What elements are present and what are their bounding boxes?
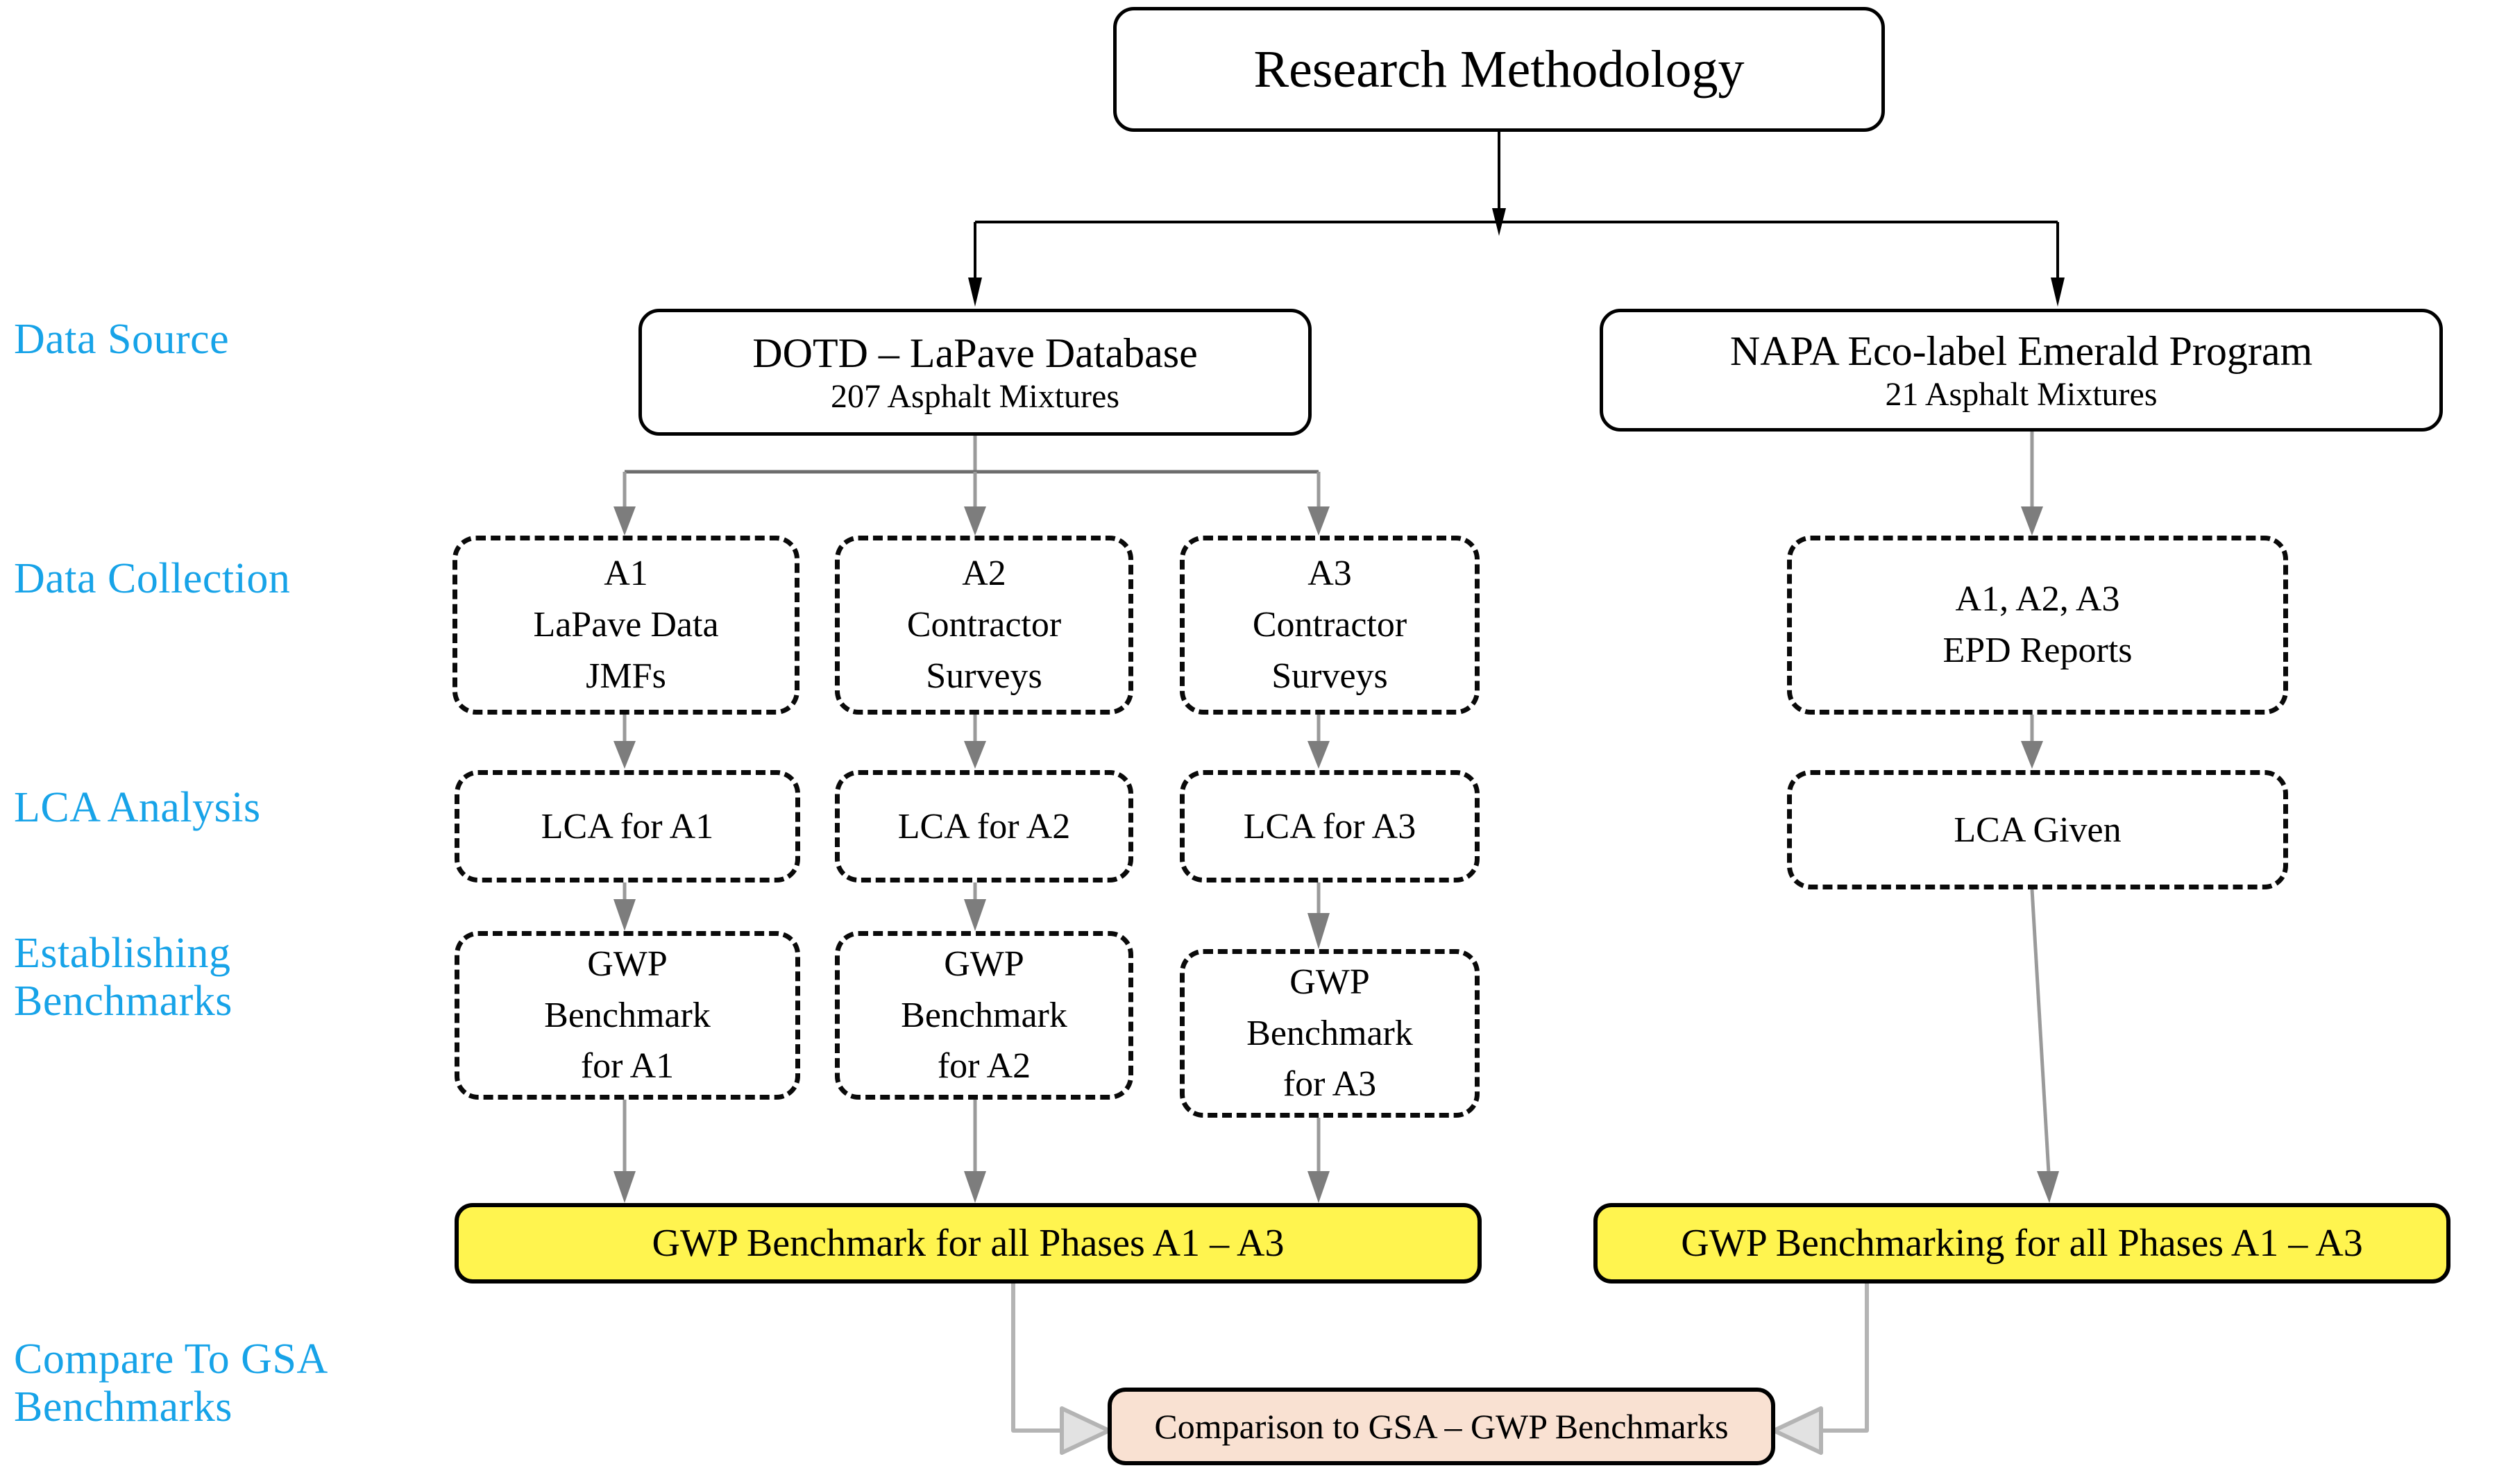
gwp-a2-line2: Benchmark	[901, 995, 1067, 1035]
node-research-methodology[interactable]: Research Methodology	[1113, 7, 1885, 132]
collection-a2-line1: A2	[962, 554, 1006, 594]
edge-napa-collection	[2021, 432, 2043, 536]
collection-a1-line2: LaPave Data	[533, 605, 719, 645]
collection-a2-line3: Surveys	[926, 656, 1042, 696]
root-label: Research Methodology	[1253, 40, 1745, 99]
edge-dotd-collection	[613, 436, 1330, 536]
edge-root-split	[968, 132, 2065, 307]
stage-label-lca-analysis: LCA Analysis	[14, 784, 261, 831]
collection-a1-line1: A1	[604, 554, 648, 594]
gwp-a3-line1: GWP	[1289, 962, 1370, 1002]
lca-a3-label: LCA for A3	[1243, 806, 1416, 846]
source-dotd-line2: 207 Asphalt Mixtures	[831, 377, 1119, 415]
collection-napa-line2: EPD Reports	[1942, 631, 2133, 670]
stage-label-compare-to-gsa: Compare To GSA Benchmarks	[14, 1336, 328, 1431]
node-source-napa[interactable]: NAPA Eco-label Emerald Program 21 Asphal…	[1600, 309, 2443, 432]
gwp-a1-line2: Benchmark	[544, 995, 711, 1035]
node-gwp-benchmark-a2[interactable]: GWP Benchmark for A2	[835, 931, 1133, 1100]
node-gwp-benchmark-a1[interactable]: GWP Benchmark for A1	[455, 931, 800, 1100]
edge-lcagiven-summary	[2030, 889, 2059, 1203]
lca-given-label: LCA Given	[1954, 810, 2122, 850]
source-napa-line2: 21 Asphalt Mixtures	[1885, 375, 2158, 413]
node-lca-given[interactable]: LCA Given	[1787, 770, 2288, 889]
collection-a3-line2: Contractor	[1252, 605, 1407, 645]
node-gwp-benchmark-a3[interactable]: GWP Benchmark for A3	[1180, 949, 1480, 1118]
gwp-a3-line2: Benchmark	[1246, 1013, 1413, 1053]
gwp-a3-line3: for A3	[1282, 1064, 1377, 1105]
lca-a2-label: LCA for A2	[897, 806, 1071, 846]
stage-label-establishing-benchmarks: Establishing Benchmarks	[14, 930, 232, 1025]
lca-a1-label: LCA for A1	[541, 806, 714, 846]
source-napa-line1: NAPA Eco-label Emerald Program	[1729, 327, 2313, 374]
node-collection-a1[interactable]: A1 LaPave Data JMFs	[452, 536, 799, 715]
gwp-a2-line1: GWP	[944, 944, 1024, 984]
source-dotd-line1: DOTD – LaPave Database	[752, 330, 1198, 376]
stage-label-data-collection: Data Collection	[14, 555, 291, 602]
node-collection-napa-epd[interactable]: A1, A2, A3 EPD Reports	[1787, 536, 2288, 715]
node-lca-a3[interactable]: LCA for A3	[1180, 770, 1480, 882]
gwp-a1-line1: GWP	[587, 944, 668, 984]
node-summary-gwp-left[interactable]: GWP Benchmark for all Phases A1 – A3	[455, 1203, 1482, 1283]
stage-label-data-source: Data Source	[14, 316, 230, 363]
comparison-label: Comparison to GSA – GWP Benchmarks	[1154, 1407, 1729, 1446]
collection-a1-line3: JMFs	[586, 656, 666, 696]
node-lca-a1[interactable]: LCA for A1	[455, 770, 800, 882]
node-summary-gwp-right[interactable]: GWP Benchmarking for all Phases A1 – A3	[1593, 1203, 2450, 1283]
block-arrow-left-to-comparison	[1011, 1281, 1111, 1455]
node-comparison-gsa[interactable]: Comparison to GSA – GWP Benchmarks	[1108, 1388, 1775, 1465]
edge-collection-lca	[613, 715, 2043, 769]
gwp-a1-line3: for A1	[580, 1046, 675, 1086]
summary-right-label: GWP Benchmarking for all Phases A1 – A3	[1681, 1222, 2363, 1265]
node-collection-a2[interactable]: A2 Contractor Surveys	[835, 536, 1133, 715]
collection-a3-line1: A3	[1307, 554, 1352, 594]
collection-napa-line1: A1, A2, A3	[1955, 579, 2120, 620]
node-source-dotd[interactable]: DOTD – LaPave Database 207 Asphalt Mixtu…	[638, 309, 1312, 436]
node-collection-a3[interactable]: A3 Contractor Surveys	[1180, 536, 1480, 715]
block-arrow-right-to-comparison	[1772, 1281, 1869, 1455]
collection-a3-line3: Surveys	[1271, 656, 1388, 696]
collection-a2-line2: Contractor	[906, 605, 1062, 645]
gwp-a2-line3: for A2	[937, 1046, 1031, 1086]
summary-left-label: GWP Benchmark for all Phases A1 – A3	[652, 1222, 1285, 1265]
node-lca-a2[interactable]: LCA for A2	[835, 770, 1133, 882]
